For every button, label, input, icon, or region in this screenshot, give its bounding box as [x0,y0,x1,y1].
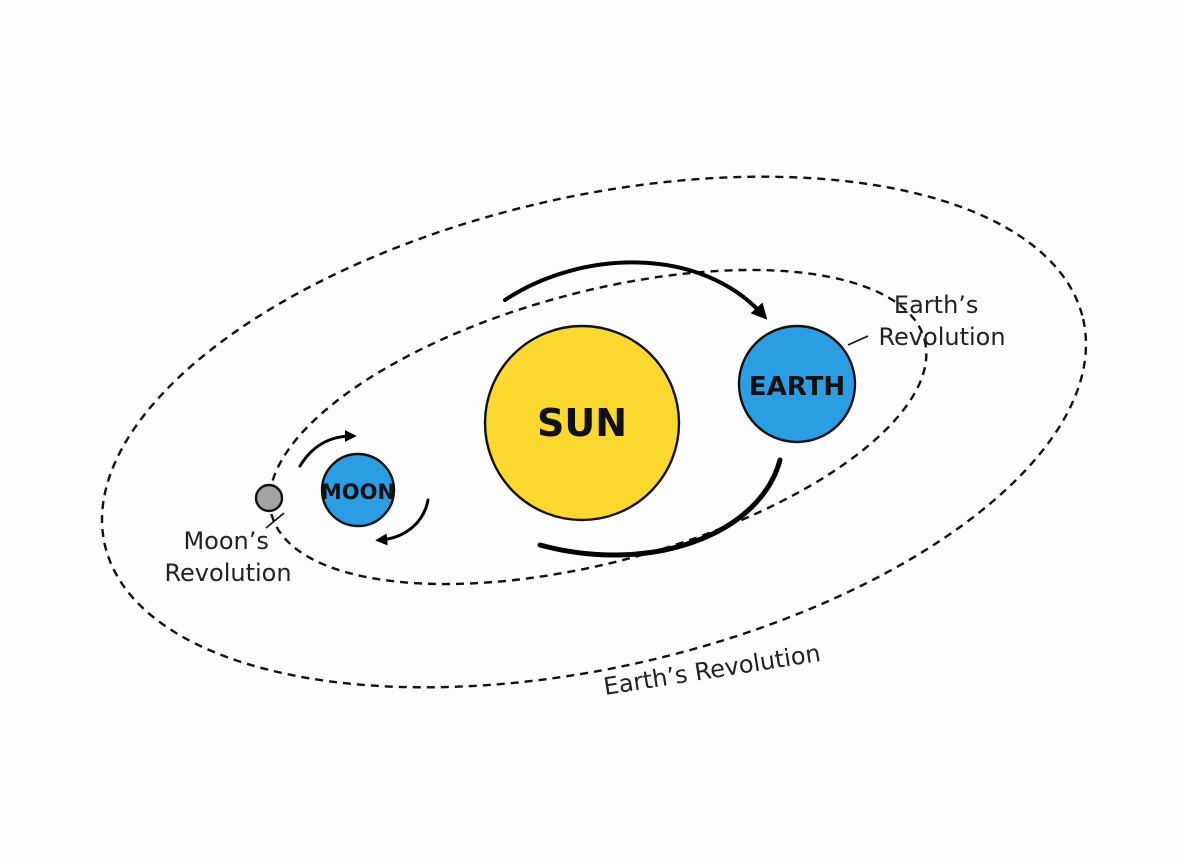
outer-orbit-path [100,175,1088,689]
moon: MOON [320,452,396,528]
moon-rotation-arrow-bottom [375,498,430,546]
inner-orbit-path [268,268,928,586]
moon-rotation-arrow-top [298,430,357,468]
moon-revolution-label-line1: Moon’s [183,527,268,555]
earth-revolution-label-upper-line1: Earth’s [894,291,979,319]
moon-revolution-leader [265,512,285,529]
moon-revolution-label-line2: Revolution [164,559,291,587]
earth-revolution-label-lower: Earth’s Revolution [602,639,823,701]
sun-label: SUN [537,401,627,445]
earth-label: EARTH [749,372,845,402]
earth-circle [737,324,857,444]
earth-revolution-arrow-bottom [537,457,783,558]
earth-revolution-label-upper: Earth’s Revolution [878,291,1005,351]
sun: SUN [483,324,681,522]
earth: EARTH [737,324,857,444]
moon-circle [320,452,396,528]
earth-revolution-leader [847,335,869,346]
sun-circle [483,324,681,522]
small-moon-circle [254,483,284,513]
moon-label: MOON [321,480,395,504]
moon-revolution-label: Moon’s Revolution [164,527,291,587]
earth-revolution-arrow-top [503,260,768,320]
earth-revolution-label-upper-line2: Revolution [878,323,1005,351]
